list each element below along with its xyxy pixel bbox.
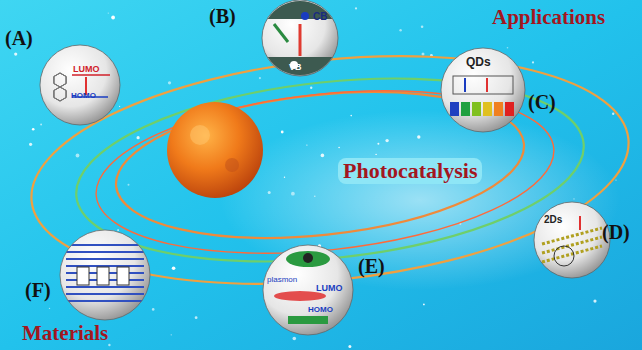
sphere-node: (D) 2Ds xyxy=(530,195,638,285)
panel-letter: (B) xyxy=(209,6,236,26)
section-label: Materials xyxy=(22,322,108,345)
sphere-text: plasmon xyxy=(267,276,297,284)
sphere-text: LUMO xyxy=(316,284,343,293)
sun xyxy=(167,102,263,198)
sphere-text: QDs xyxy=(466,56,491,68)
panel-letter: (C) xyxy=(528,92,556,112)
sphere-node: (F) xyxy=(25,228,155,323)
sphere-text: HOMO xyxy=(308,306,333,314)
sphere-text: CB xyxy=(313,12,327,22)
sphere-illustration xyxy=(438,45,573,137)
section-label: Photocatalysis xyxy=(338,158,482,184)
panel-letter: (E) xyxy=(358,256,385,276)
sphere-illustration xyxy=(25,228,155,323)
sphere-node: (E) plasmonLUMO HOMO xyxy=(258,240,403,348)
sphere-node: (C) QDs xyxy=(438,45,573,137)
sphere-text: LUMO xyxy=(73,65,100,74)
sphere-text: VB xyxy=(289,63,302,72)
sphere-text: 2Ds xyxy=(544,215,562,225)
sphere-text: HOMO xyxy=(71,92,96,100)
section-label: Applications xyxy=(492,6,605,29)
sphere-node: (B) CB VB xyxy=(205,0,345,80)
panel-letter: (F) xyxy=(25,280,51,300)
panel-letter: (D) xyxy=(602,222,630,242)
panel-letter: (A) xyxy=(5,28,33,48)
sphere-node: (A) LUMO HOMO xyxy=(5,28,130,133)
